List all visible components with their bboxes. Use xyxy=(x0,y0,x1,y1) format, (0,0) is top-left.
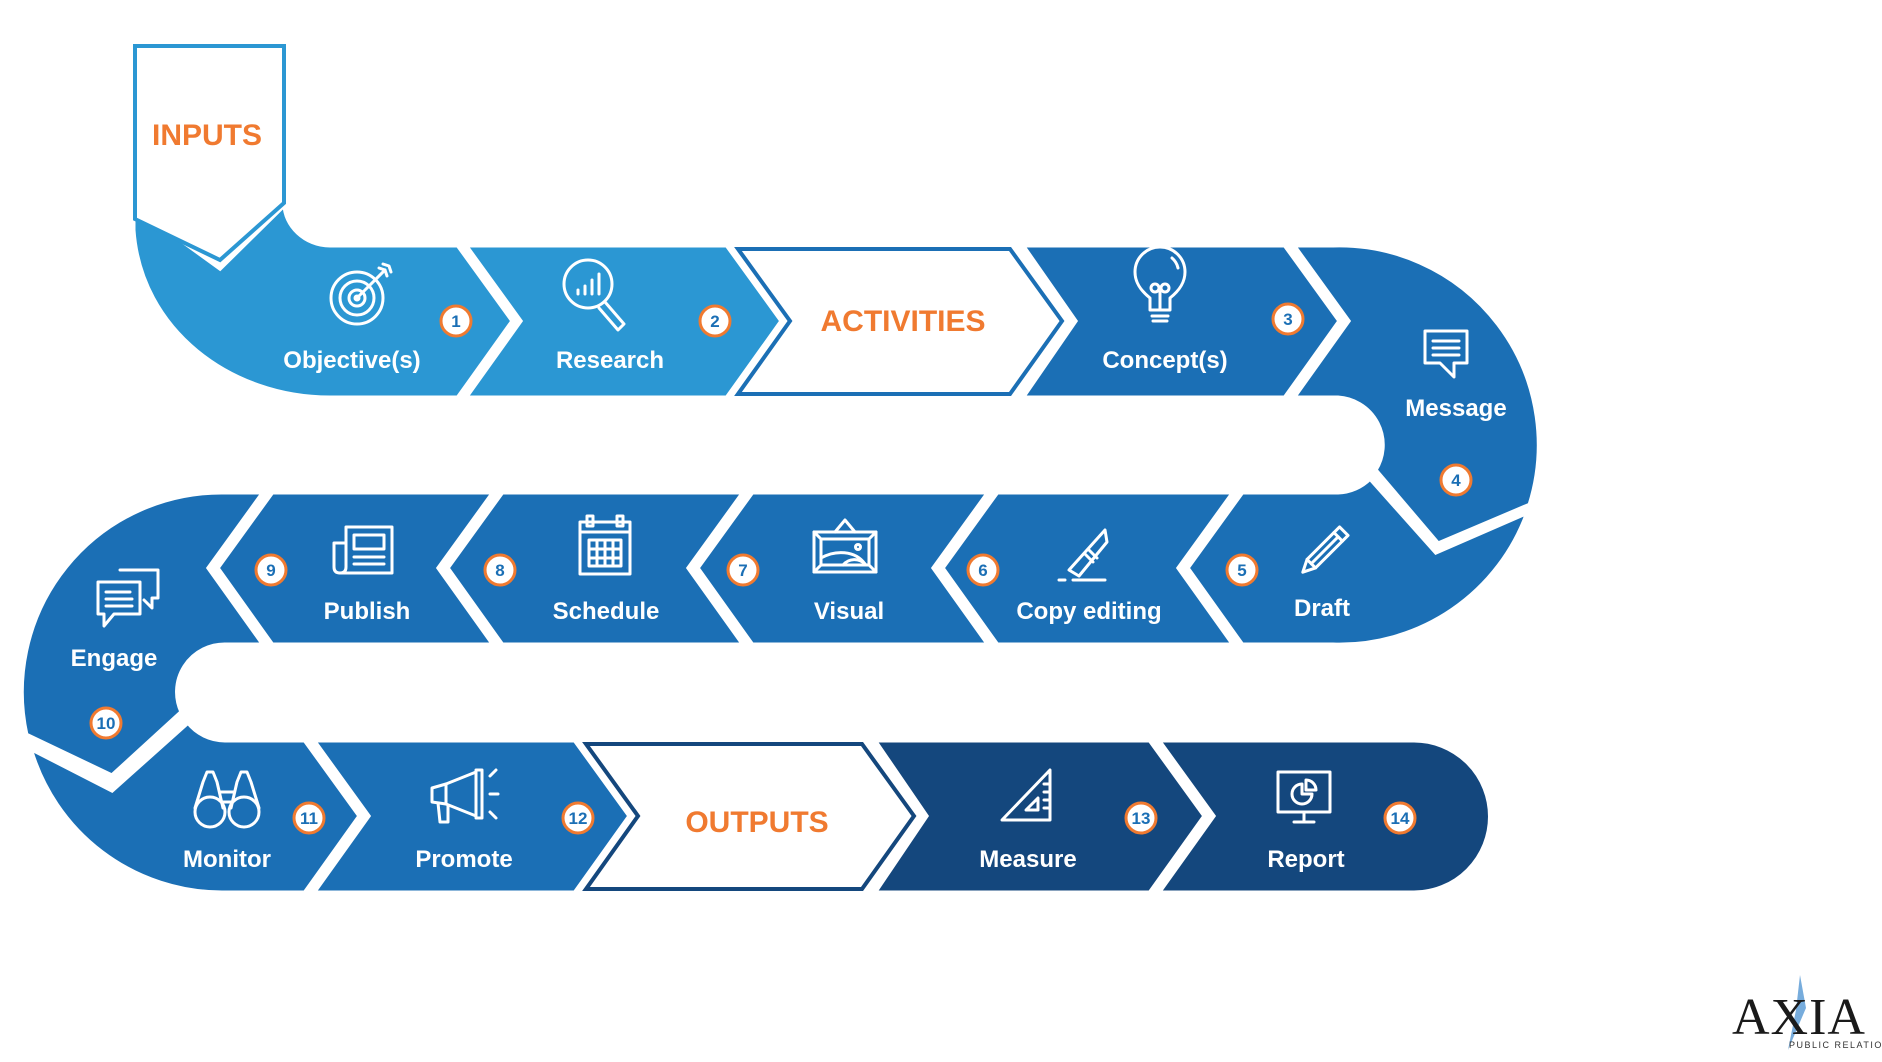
svg-text:12: 12 xyxy=(569,809,588,828)
step-label-11: Monitor xyxy=(183,846,271,873)
set-square-icon xyxy=(1000,768,1052,822)
inputs-label: INPUTS xyxy=(152,119,262,152)
craft-knife-icon xyxy=(1057,528,1109,582)
segment-visual xyxy=(693,489,994,648)
step-label-5: Draft xyxy=(1294,595,1350,622)
inputs-pentagon xyxy=(133,44,286,263)
pencil-icon xyxy=(1301,525,1350,574)
svg-text:9: 9 xyxy=(266,561,275,580)
step-label-8: Schedule xyxy=(553,598,660,625)
step-label-13: Measure xyxy=(979,846,1076,873)
step-label-12: Promote xyxy=(415,846,512,873)
svg-text:8: 8 xyxy=(495,561,504,580)
axia-logo: AXIA PUBLIC RELATIONS xyxy=(1732,975,1882,1050)
step-badge-11: 11 xyxy=(292,801,326,835)
framed-picture-icon xyxy=(812,518,878,574)
segment-concepts xyxy=(1017,242,1344,401)
svg-text:1: 1 xyxy=(451,312,460,331)
svg-text:5: 5 xyxy=(1237,561,1246,580)
step-badge-10: 10 xyxy=(89,706,123,740)
step-badge-3: 3 xyxy=(1271,302,1305,336)
step-label-3: Concept(s) xyxy=(1102,347,1227,374)
activities-chevron xyxy=(734,247,1065,396)
segment-schedule xyxy=(443,489,749,648)
activities-label: ACTIVITIES xyxy=(820,305,985,338)
svg-text:10: 10 xyxy=(97,714,116,733)
svg-text:11: 11 xyxy=(300,809,318,828)
monitor-pie-chart-icon xyxy=(1276,770,1332,824)
segment-objectives xyxy=(130,198,517,401)
megaphone-icon xyxy=(430,768,500,824)
magnifier-chart-icon xyxy=(562,258,626,332)
segment-report xyxy=(1153,737,1493,896)
step-label-6: Copy editing xyxy=(1016,598,1161,625)
step-badge-14: 14 xyxy=(1383,801,1417,835)
newspaper-icon xyxy=(332,525,394,575)
lightbulb-icon xyxy=(1133,245,1187,323)
svg-text:4: 4 xyxy=(1451,471,1461,490)
segment-measure xyxy=(869,737,1209,896)
step-badge-12: 12 xyxy=(561,801,595,835)
svg-text:13: 13 xyxy=(1132,809,1151,828)
logo-tagline: PUBLIC RELATIONS xyxy=(1789,1040,1882,1050)
step-label-10: Engage xyxy=(71,645,158,672)
speech-bubble-icon xyxy=(1423,329,1469,379)
svg-text:7: 7 xyxy=(738,561,747,580)
step-badge-7: 7 xyxy=(726,553,760,587)
svg-text:2: 2 xyxy=(710,312,719,331)
step-label-2: Research xyxy=(556,347,664,374)
segment-publish xyxy=(213,489,499,648)
calendar-icon xyxy=(578,514,632,576)
segment-copy-editing xyxy=(938,489,1239,648)
segment-message xyxy=(1288,242,1542,548)
step-label-7: Visual xyxy=(814,598,884,625)
step-badge-13: 13 xyxy=(1124,801,1158,835)
step-label-1: Objective(s) xyxy=(283,347,420,374)
binoculars-icon xyxy=(193,770,261,829)
chat-bubbles-icon xyxy=(96,568,160,628)
step-badge-4: 4 xyxy=(1439,463,1473,497)
target-icon xyxy=(329,262,393,326)
step-label-14: Report xyxy=(1267,846,1344,873)
segment-draft xyxy=(1183,474,1533,648)
step-badge-1: 1 xyxy=(439,304,473,338)
step-badge-5: 5 xyxy=(1225,553,1259,587)
step-badge-8: 8 xyxy=(483,553,517,587)
svg-text:6: 6 xyxy=(978,561,987,580)
logo-swoosh xyxy=(1788,975,1806,1050)
step-badge-6: 6 xyxy=(966,553,1000,587)
svg-text:14: 14 xyxy=(1391,809,1410,828)
svg-text:3: 3 xyxy=(1283,310,1292,329)
step-badge-2: 2 xyxy=(698,304,732,338)
logo-wordmark: AXIA xyxy=(1732,989,1866,1046)
step-label-9: Publish xyxy=(324,598,411,625)
outputs-chevron xyxy=(582,742,917,891)
segment-engage xyxy=(18,489,269,779)
step-label-4: Message xyxy=(1405,395,1506,422)
outputs-label: OUTPUTS xyxy=(685,806,828,839)
step-badge-9: 9 xyxy=(254,553,288,587)
segment-promote xyxy=(308,737,634,896)
